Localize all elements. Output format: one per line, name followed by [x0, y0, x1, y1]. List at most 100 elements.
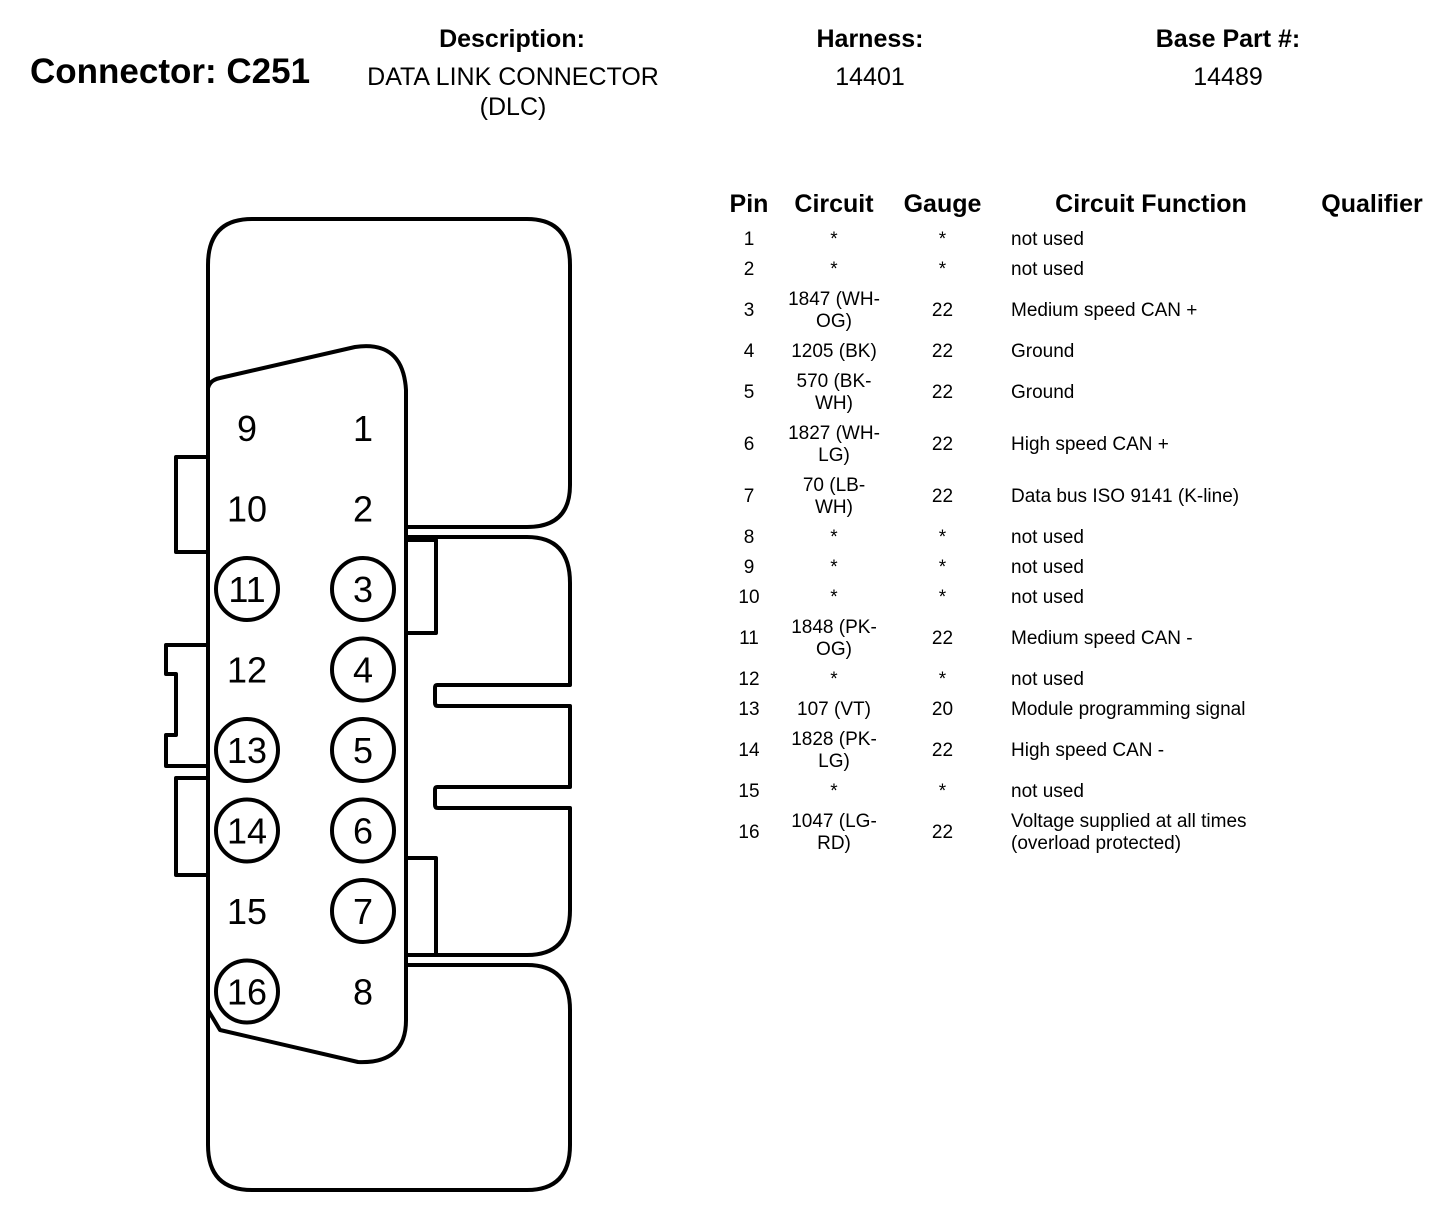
circuit-text: 107 (VT)	[797, 699, 871, 720]
gauge-cell: 20	[931, 699, 954, 720]
pin-used-circle	[214, 797, 280, 864]
pin-number-label: 11	[228, 569, 265, 610]
connector-pin-14: 14	[214, 797, 280, 864]
circuit-text: *	[830, 229, 838, 250]
circuit-text: *	[830, 527, 838, 548]
pin-number-label: 2	[353, 489, 373, 530]
qualifier-cell	[1307, 553, 1437, 583]
gauge-cell: *	[938, 259, 947, 280]
circuit-function-cell: not used	[1011, 527, 1084, 548]
pin-number-label: 8	[353, 972, 373, 1013]
table-row: 13 107 (VT) 20 Module programming signal	[720, 695, 1437, 725]
housing-lower-block	[206, 963, 572, 1192]
pin-used-circle	[330, 556, 396, 622]
circuit-cell: 107 (VT)	[778, 695, 890, 725]
circuit-text: 1205 (BK)	[791, 341, 877, 362]
circuit-cell: *	[778, 583, 890, 613]
table-row: 3 1847 (WH-OG) 22 Medium speed CAN +	[720, 285, 1437, 337]
connector-pin-8: 8	[353, 972, 373, 1013]
connector-pin-10: 10	[227, 489, 267, 530]
gauge-cell: 22	[931, 434, 954, 455]
circuit-cell: 1047 (LG-RD)	[778, 807, 890, 859]
connector-pin-1: 1	[353, 408, 373, 449]
harness-value: 14401	[835, 63, 905, 91]
circuit-cell: *	[778, 777, 890, 807]
left-tab-upper	[174, 455, 206, 554]
connector-pin-4: 4	[330, 636, 396, 703]
description-line-2: (DLC)	[479, 93, 547, 121]
gauge-cell: *	[938, 229, 947, 250]
pin-cell: 3	[743, 300, 755, 321]
pin-used-circle	[330, 717, 396, 783]
circuit-text: 1847 (WH-OG)	[788, 289, 880, 332]
gauge-cell: *	[938, 781, 947, 802]
pin-cell: 14	[738, 740, 760, 761]
description-value: DATA LINK CONNECTOR (DLC)	[340, 62, 686, 122]
circuit-function-cell: High speed CAN -	[1011, 740, 1165, 761]
gauge-cell: 22	[931, 382, 954, 403]
table-header-row: Pin Circuit Gauge Circuit Function Quali…	[720, 188, 1437, 225]
connector-pin-12: 12	[227, 650, 267, 691]
qualifier-cell	[1307, 337, 1437, 367]
circuit-text: 1828 (PK-LG)	[791, 729, 877, 772]
left-tab-lower	[174, 776, 206, 877]
pin-cell: 10	[738, 587, 760, 608]
circuit-function-cell: not used	[1011, 557, 1084, 578]
circuit-cell: *	[778, 523, 890, 553]
description-label: Description:	[439, 25, 585, 53]
description-line-1: DATA LINK CONNECTOR	[367, 63, 659, 91]
pin-cell: 15	[738, 781, 760, 802]
circuit-cell: *	[778, 665, 890, 695]
circuit-cell: *	[778, 225, 890, 255]
qualifier-cell	[1307, 225, 1437, 255]
circuit-function-cell: not used	[1011, 587, 1084, 608]
housing-upper-block	[206, 217, 572, 529]
circuit-function-cell: Medium speed CAN +	[1011, 300, 1198, 321]
pin-number-label: 4	[353, 650, 373, 691]
pin-used-circle	[330, 797, 396, 864]
pin-number-label: 7	[353, 891, 373, 932]
circuit-text: *	[830, 259, 838, 280]
pin-cell: 8	[743, 527, 755, 548]
circuit-function-cell: Module programming signal	[1011, 699, 1246, 720]
qualifier-cell	[1307, 367, 1437, 419]
pin-number-label: 14	[227, 811, 267, 852]
circuit-function-cell: Voltage supplied at all times (overload …	[1011, 811, 1247, 854]
connector-pin-13: 13	[214, 717, 280, 783]
circuit-text: *	[830, 587, 838, 608]
circuit-text: 1848 (PK-OG)	[791, 617, 877, 660]
pin-used-circle	[214, 556, 280, 622]
pin-used-circle	[214, 717, 280, 783]
qualifier-cell	[1307, 419, 1437, 471]
circuit-function-cell: not used	[1011, 259, 1084, 280]
circuit-cell: 1828 (PK-LG)	[778, 725, 890, 777]
circuit-function-cell: Ground	[1011, 341, 1075, 362]
qualifier-cell	[1307, 583, 1437, 613]
circuit-text: *	[830, 781, 838, 802]
pin-cell: 16	[738, 822, 760, 843]
circuit-cell: *	[778, 553, 890, 583]
gauge-cell: 22	[931, 300, 954, 321]
connector-pin-3: 3	[330, 556, 396, 622]
circuit-function-cell: High speed CAN +	[1011, 434, 1169, 455]
circuit-text: *	[830, 669, 838, 690]
qualifier-cell	[1307, 807, 1437, 859]
pin-cell: 5	[743, 382, 755, 403]
pin-cell: 7	[743, 486, 755, 507]
pin-cell: 13	[738, 699, 760, 720]
table-row: 15**not used	[720, 777, 1437, 807]
connector-pin-2: 2	[353, 489, 373, 530]
table-row: 10**not used	[720, 583, 1437, 613]
circuit-text: *	[830, 557, 838, 578]
circuit-text: 1047 (LG-RD)	[791, 811, 877, 854]
column-header-gauge: Gauge	[903, 190, 982, 218]
qualifier-cell	[1307, 777, 1437, 807]
circuit-text: 1827 (WH-LG)	[788, 423, 880, 466]
gauge-cell: 22	[931, 341, 954, 362]
